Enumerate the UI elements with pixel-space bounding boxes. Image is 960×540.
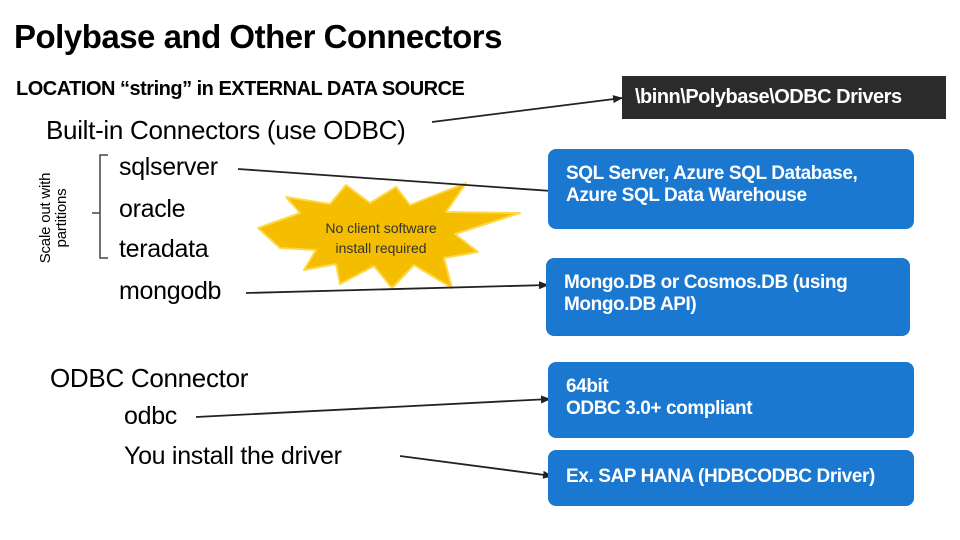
connector-sqlserver: sqlserver xyxy=(119,153,218,181)
connector-odbc: odbc xyxy=(124,402,178,430)
arrow-sqlserver-to-box xyxy=(237,168,567,196)
box-sap-hana: Ex. SAP HANA (HDBCODBC Driver) xyxy=(548,450,914,506)
install-driver-note: You install the driver xyxy=(124,442,342,470)
connector-oracle: oracle xyxy=(119,195,186,223)
location-label: LOCATION “string” in EXTERNAL DATA SOURC… xyxy=(16,78,465,100)
box-odbc-requirements: 64bit ODBC 3.0+ compliant xyxy=(548,362,914,438)
callout-burst xyxy=(257,182,521,289)
arrow-driver-to-box xyxy=(399,455,553,479)
callout-text: No client software install required xyxy=(325,220,437,256)
builtin-heading: Built-in Connectors (use ODBC) xyxy=(46,115,406,145)
arrow-mongodb-to-box xyxy=(245,281,549,294)
box-sql-server: SQL Server, Azure SQL Database, Azure SQ… xyxy=(548,149,914,229)
connector-teradata: teradata xyxy=(119,235,209,263)
connector-mongodb: mongodb xyxy=(119,277,222,305)
slide-title: Polybase and Other Connectors xyxy=(14,18,502,55)
driver-path-box: \binn\Polybase\ODBC Drivers xyxy=(622,76,946,119)
arrow-location-to-path xyxy=(431,95,623,123)
scale-out-bracket xyxy=(92,154,108,259)
odbc-heading: ODBC Connector xyxy=(50,363,249,393)
arrow-odbc-to-box xyxy=(195,395,551,418)
box-mongodb: Mongo.DB or Cosmos.DB (using Mongo.DB AP… xyxy=(546,258,910,336)
